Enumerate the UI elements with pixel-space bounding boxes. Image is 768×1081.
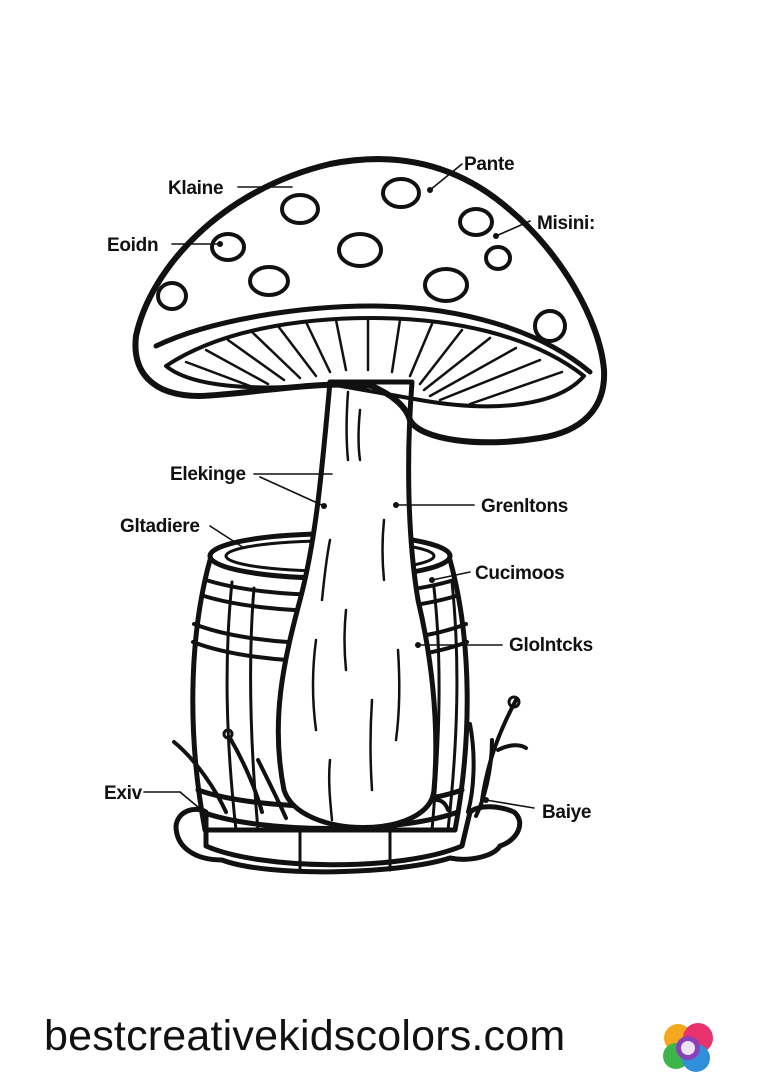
- website-url: bestcreativekidscolors.com: [44, 1012, 566, 1060]
- cap-spot: [381, 177, 421, 209]
- cap-spot: [423, 267, 469, 303]
- cap-spot: [533, 309, 567, 343]
- label-elekinge: Elekinge: [170, 464, 246, 485]
- rainbow-circle-logo-icon: [663, 1023, 713, 1072]
- cap-spot: [248, 265, 290, 297]
- label-baiye: Baiye: [542, 802, 591, 823]
- mushroom-stem: [275, 379, 439, 830]
- label-grenltons: Grenltons: [481, 496, 568, 517]
- cap-spot: [210, 232, 246, 262]
- label-misini: Misini:: [537, 213, 595, 234]
- label-glolntcks: Glolntcks: [509, 635, 593, 656]
- cap-spot: [484, 245, 512, 271]
- cap-spot: [156, 281, 188, 311]
- label-klaine: Klaine: [168, 178, 223, 199]
- cap-spot: [337, 232, 383, 268]
- cap-spot: [280, 193, 320, 225]
- cap-spot: [458, 207, 494, 237]
- label-cucimoos: Cucimoos: [475, 563, 564, 584]
- label-eoidn: Eoidn: [107, 235, 158, 256]
- label-gltadiere: Gltadiere: [120, 516, 200, 537]
- label-pante: Pante: [464, 154, 514, 175]
- label-exiv: Exiv: [104, 783, 143, 804]
- leader-dots: [217, 187, 499, 803]
- leader-lines: [143, 163, 535, 813]
- mushroom-cap: [132, 156, 608, 446]
- ground-splash: [172, 695, 528, 875]
